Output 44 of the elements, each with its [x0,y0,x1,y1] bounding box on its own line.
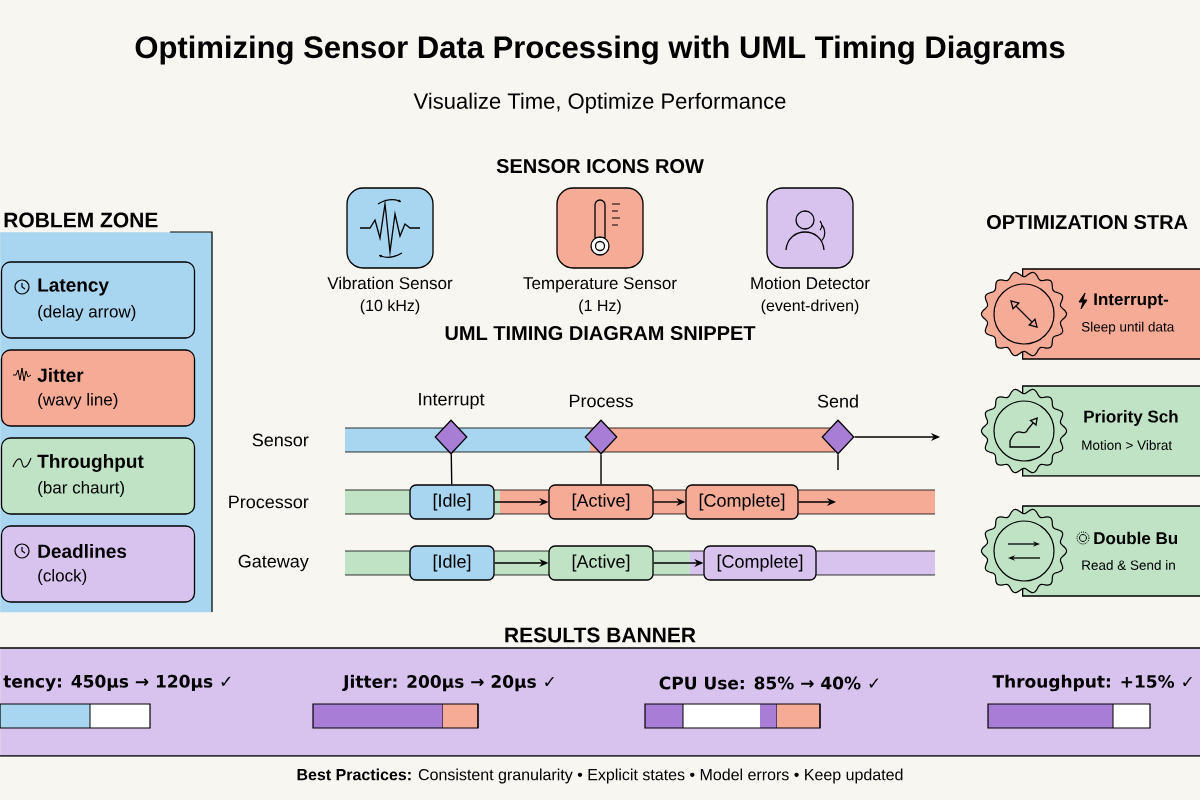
card-text: Read & Send in [1082,560,1175,570]
result-text: Jitter: 200µs → 20µs ✓ [342,674,554,692]
card-text: (bar chaurt) [38,481,124,497]
sensor-rate: (10 kHz) [360,299,420,315]
card-text: Sleep until data [1081,321,1175,335]
connector-line [837,453,839,471]
lifeline-label: Sensor [252,433,309,447]
section-heading: OPTIMIZATION STRA [987,214,1188,230]
state-box: [Idle] [409,484,495,520]
event-label: Interrupt [419,392,485,410]
sensor-caption: Temperature Sensor [523,277,677,293]
card-title: Throughput [37,454,144,472]
lifeline-label: Gateway [238,554,309,572]
state-box: [Complete] [685,484,799,520]
card-title: Priority Sch [1084,410,1178,426]
sensor-rate: (1 Hz) [579,299,621,315]
event-label: Process [569,394,633,408]
state-box: [Active] [548,545,654,581]
sensor-rate: (event-driven) [761,299,859,315]
state-box: [Active] [548,484,654,520]
subtitle: Visualize Time, Optimize Performance [413,92,786,114]
connector-line [450,453,453,486]
sensor-caption: Motion Detector [751,276,870,290]
result-text: CPU Use: 85% → 40% ✓ [659,676,879,690]
title: Optimizing Sensor Data Processing with UML Timing Diagrams [135,35,1065,65]
state-box: [Complete] [703,545,817,581]
event-label: Send [817,394,858,408]
result-text: tency: 450µs → 120µs ✓ [3,674,231,692]
card-title: Interrupt- [1094,293,1169,309]
connector-line [600,453,602,486]
card-title: Jitter [37,368,84,382]
state-box: [Idle] [409,545,495,581]
card-title: Deadlines [38,544,127,558]
section-heading: UML TIMING DIAGRAM SNIPPET [445,325,756,341]
card-text: (delay arrow) [38,305,136,321]
panel-heading: ROBLEM ZONE [4,212,158,228]
card-title: Double Bu [1094,531,1178,545]
sensor-caption: Vibration Sensor [327,276,453,290]
card-text: (wavy line) [38,393,118,409]
lifeline-label: Processor [229,495,309,509]
card-text: Motion > Vibrat [1082,440,1173,450]
card-text: (clock) [38,569,87,585]
card-title: Latency [38,278,109,296]
result-text: Throughput: +15% ✓ [992,674,1192,692]
